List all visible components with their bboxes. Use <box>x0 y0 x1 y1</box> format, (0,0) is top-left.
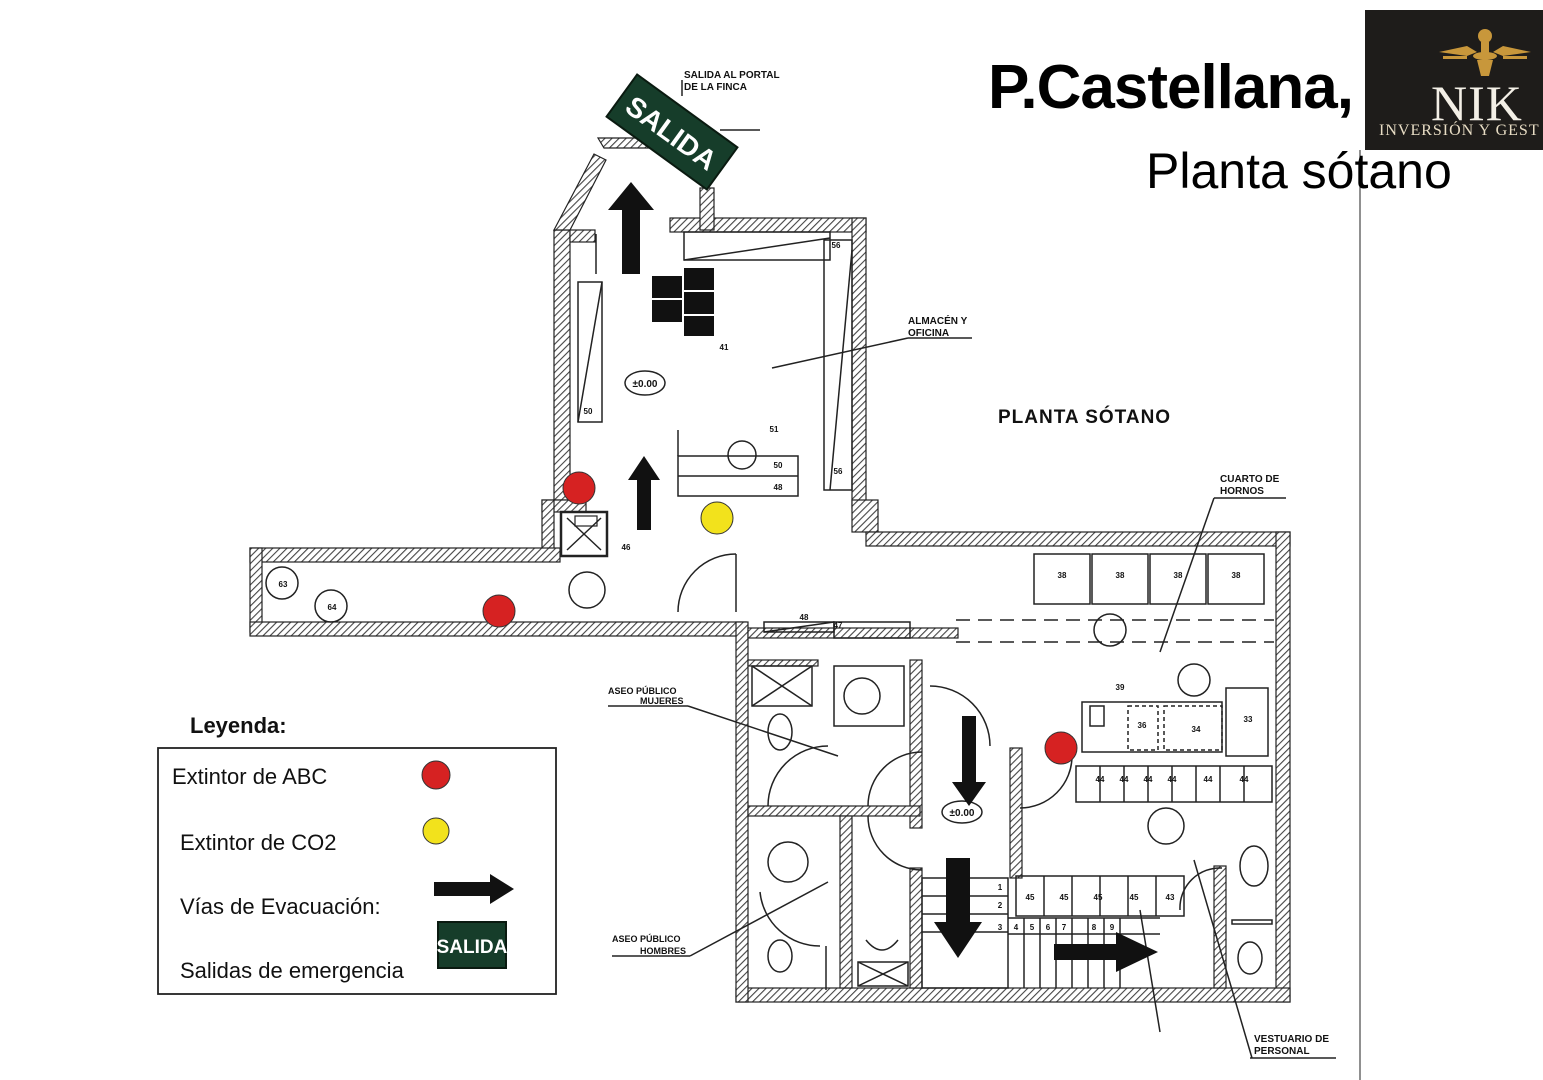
label-vestuario-2: PERSONAL <box>1254 1046 1310 1057</box>
logo-tagline: INVERSIÓN Y GEST <box>1379 122 1540 139</box>
svg-text:5: 5 <box>1030 923 1035 932</box>
label-aseo-hombres-1: ASEO PÚBLICO <box>612 933 681 944</box>
svg-text:45: 45 <box>1130 893 1139 902</box>
svg-text:38: 38 <box>1232 571 1241 580</box>
svg-text:44: 44 <box>1168 775 1177 784</box>
svg-text:43: 43 <box>1166 893 1175 902</box>
svg-text:50: 50 <box>774 461 783 470</box>
svg-text:44: 44 <box>1096 775 1105 784</box>
label-cuarto-2: HORNOS <box>1220 486 1264 497</box>
svg-text:6: 6 <box>1046 923 1051 932</box>
evacuation-arrow <box>934 858 982 958</box>
plan-labels: SALIDA AL PORTAL DE LA FINCA ALMACÉN Y O… <box>608 70 1329 1057</box>
svg-text:38: 38 <box>1174 571 1183 580</box>
co2-extinguisher <box>700 501 734 535</box>
svg-text:4: 4 <box>1014 923 1019 932</box>
abc-extinguisher <box>562 471 596 505</box>
legend-box: SALIDA <box>157 747 557 995</box>
page-subtitle: Planta sótano <box>1146 143 1452 199</box>
svg-text:45: 45 <box>1094 893 1103 902</box>
page-title: P.Castellana, <box>988 53 1354 122</box>
svg-text:63: 63 <box>279 580 288 589</box>
extinguishers <box>482 471 1078 765</box>
svg-text:38: 38 <box>1116 571 1125 580</box>
svg-text:41: 41 <box>720 343 729 352</box>
svg-text:45: 45 <box>1026 893 1035 902</box>
interior-lines <box>265 80 1361 1080</box>
label-cuarto-1: CUARTO DE <box>1220 474 1280 485</box>
svg-text:44: 44 <box>1120 775 1129 784</box>
abc-extinguisher <box>482 594 516 628</box>
label-aseo-mujeres-1: ASEO PÚBLICO <box>608 685 677 696</box>
faravahar-icon <box>1439 29 1531 76</box>
legend-arrow-symbol <box>434 874 514 904</box>
svg-text:3: 3 <box>998 923 1003 932</box>
svg-text:8: 8 <box>1092 923 1097 932</box>
svg-text:39: 39 <box>1116 683 1125 692</box>
level-marker: ±0.00 <box>950 808 975 819</box>
svg-text:50: 50 <box>584 407 593 416</box>
svg-text:64: 64 <box>328 603 337 612</box>
svg-text:9: 9 <box>1110 923 1115 932</box>
svg-text:45: 45 <box>1060 893 1069 902</box>
plan-heading: PLANTA SÓTANO <box>998 406 1171 428</box>
logo-name: NIK <box>1431 75 1523 131</box>
svg-text:46: 46 <box>622 543 631 552</box>
walls <box>249 137 1291 1003</box>
evacuation-routes <box>608 182 1158 972</box>
legend-co2-symbol <box>422 817 450 845</box>
label-aseo-hombres-2: HOMBRES <box>640 946 686 956</box>
svg-text:44: 44 <box>1204 775 1213 784</box>
legend-exit-symbol <box>437 921 507 969</box>
label-salida-portal-1: SALIDA AL PORTAL <box>684 70 780 81</box>
svg-text:34: 34 <box>1192 725 1201 734</box>
evacuation-arrow <box>628 456 660 530</box>
svg-text:51: 51 <box>770 425 779 434</box>
evacuation-arrow <box>608 182 654 274</box>
logo: NIK INVERSIÓN Y GEST <box>1365 10 1543 150</box>
svg-text:44: 44 <box>1240 775 1249 784</box>
legend-label-abc: Extintor de ABC <box>172 764 328 789</box>
label-almacen-1: ALMACÉN Y <box>908 314 968 327</box>
legend-label-co2: Extintor de CO2 <box>180 830 337 855</box>
legend-label-exits: Salidas de emergencia <box>180 958 404 983</box>
abc-extinguisher <box>1044 731 1078 765</box>
svg-text:7: 7 <box>1062 923 1067 932</box>
svg-text:48: 48 <box>800 613 809 622</box>
legend-abc-symbol <box>421 760 451 790</box>
label-salida-portal-2: DE LA FINCA <box>684 82 747 93</box>
evacuation-arrow <box>1054 932 1158 972</box>
svg-text:38: 38 <box>1058 571 1067 580</box>
svg-text:1: 1 <box>998 883 1003 892</box>
svg-text:48: 48 <box>774 483 783 492</box>
svg-text:56: 56 <box>834 467 843 476</box>
level-marker: ±0.00 <box>633 379 658 390</box>
svg-text:44: 44 <box>1144 775 1153 784</box>
svg-text:33: 33 <box>1244 715 1253 724</box>
legend-label-evacuation: Vías de Evacuación: <box>180 894 381 919</box>
item-numbers: 41 50 51 50 48 56 56 46 63 64 48 47 38 3… <box>279 241 1253 932</box>
evacuation-arrow <box>952 716 986 806</box>
label-vestuario-1: VESTUARIO DE <box>1254 1034 1329 1045</box>
legend-title: Leyenda: <box>190 713 287 738</box>
svg-text:47: 47 <box>834 621 843 630</box>
label-almacen-2: OFICINA <box>908 328 949 339</box>
legend-exit-symbol-text: SALIDA <box>437 937 508 958</box>
svg-text:56: 56 <box>832 241 841 250</box>
label-aseo-mujeres-2: MUJERES <box>640 696 684 706</box>
svg-text:36: 36 <box>1138 721 1147 730</box>
svg-text:2: 2 <box>998 901 1003 910</box>
